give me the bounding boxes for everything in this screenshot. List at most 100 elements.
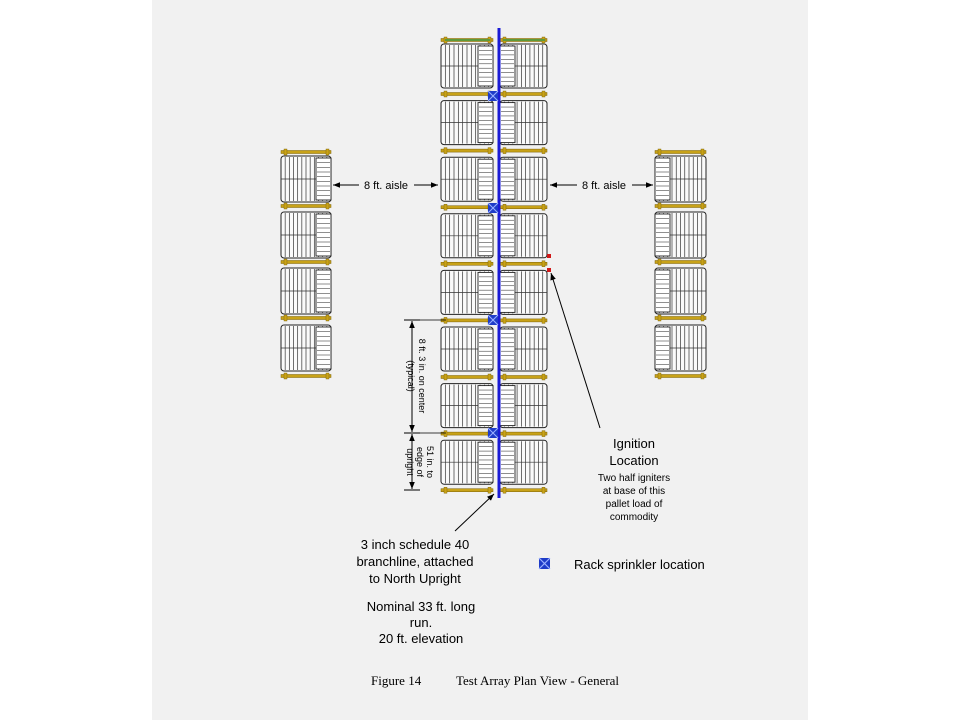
center-pallet-left bbox=[440, 156, 494, 202]
center-pallet-right bbox=[499, 43, 548, 89]
center-rack-right-upright bbox=[541, 203, 546, 211]
right-pallet bbox=[654, 324, 707, 372]
aisle-label-left: 8 ft. aisle bbox=[364, 180, 408, 192]
center-rack-right-beam bbox=[499, 205, 548, 209]
branchline-label-1: 3 inch schedule 40 bbox=[361, 537, 469, 552]
right-pallet bbox=[654, 155, 707, 203]
center-rack-right-beam bbox=[499, 431, 548, 436]
center-rack-left-upright bbox=[443, 487, 448, 494]
ignition-desc-1: Two half igniters bbox=[598, 473, 670, 484]
center-rack-right-beam bbox=[499, 92, 548, 96]
center-rack-left-beam bbox=[440, 92, 494, 96]
document-page: 8 ft. aisle 8 ft. aisle 8 ft. 3 in. on c… bbox=[152, 0, 808, 720]
center-rack-left-upright bbox=[443, 203, 448, 211]
ignition-title-1: Ignition bbox=[613, 436, 655, 451]
ignition-title-2: Location bbox=[609, 453, 658, 468]
aisle-label-bg-right bbox=[577, 177, 632, 193]
spacing-label-1: 8 ft. 3 in. on center bbox=[417, 339, 427, 414]
left-pallet bbox=[280, 211, 332, 259]
center-rack-right-beam bbox=[499, 488, 548, 492]
aisle-label-bg-left bbox=[359, 177, 414, 193]
left-pallet bbox=[280, 324, 332, 372]
left-rack-upright bbox=[283, 372, 288, 380]
right-rack-upright bbox=[657, 372, 662, 380]
center-rack-left-beam bbox=[440, 148, 494, 153]
center-rack-right-upright bbox=[541, 487, 546, 494]
rack-sprinkler-marker bbox=[487, 202, 499, 214]
center-pallet-right bbox=[499, 156, 548, 202]
center-rack-right-beam bbox=[499, 262, 548, 266]
right-rack-upright bbox=[700, 202, 705, 210]
left-rack-beam bbox=[280, 260, 332, 264]
center-rack-left-upright bbox=[443, 260, 448, 267]
left-rack-upright bbox=[283, 202, 288, 210]
sprinkler-markers bbox=[487, 90, 499, 439]
nominal-label-2: run. bbox=[410, 615, 432, 630]
center-rack-left-upright bbox=[487, 147, 492, 154]
left-rack-upright bbox=[325, 148, 330, 156]
center-rack-right-upright bbox=[541, 147, 546, 154]
center-pallet-left bbox=[440, 43, 494, 89]
center-rack-right-upright bbox=[502, 373, 507, 381]
center-pallet-left bbox=[440, 213, 494, 259]
left-rack-upright bbox=[283, 258, 288, 266]
left-rack-beam bbox=[280, 204, 332, 208]
left-rack-upright bbox=[283, 148, 288, 156]
right-rack-upright bbox=[700, 258, 705, 266]
right-rack-upright bbox=[657, 148, 662, 156]
center-rack-left-upright bbox=[443, 430, 448, 437]
center-rack-left-beam bbox=[440, 318, 494, 323]
figure-number: Figure 14 bbox=[371, 673, 422, 688]
center-pallet-left bbox=[440, 100, 494, 146]
right-rack-upright bbox=[657, 202, 662, 210]
ignition-desc-2: at base of this bbox=[603, 486, 665, 497]
left-rack-upright bbox=[325, 372, 330, 380]
ignition-desc-4: commodity bbox=[610, 512, 658, 523]
right-rack-beam bbox=[654, 316, 707, 320]
right-rack-beam bbox=[654, 204, 707, 208]
right-rack-upright bbox=[700, 372, 705, 380]
center-pallet-right bbox=[499, 383, 548, 429]
igniter-marker-2 bbox=[547, 268, 551, 272]
nominal-label-3: 20 ft. elevation bbox=[379, 631, 464, 646]
igniter-marker-1 bbox=[547, 254, 551, 258]
left-rack-upright bbox=[325, 314, 330, 322]
center-rack-left-beam bbox=[440, 375, 494, 379]
center-rack-right-upright bbox=[502, 203, 507, 211]
edge-label-2: edge of bbox=[415, 447, 425, 478]
branchline-leader bbox=[454, 493, 495, 532]
right-rack-upright bbox=[700, 314, 705, 322]
ignition-desc-3: pallet load of bbox=[606, 499, 663, 510]
branchline-label-3: to North Upright bbox=[369, 571, 461, 586]
spacing-label-2: (typical) bbox=[406, 360, 416, 392]
left-pallet bbox=[280, 155, 332, 203]
figure-title: Test Array Plan View - General bbox=[456, 673, 619, 688]
right-rack-beam bbox=[654, 260, 707, 264]
center-pallet-left bbox=[440, 269, 494, 315]
left-rack-beam bbox=[280, 374, 332, 378]
left-margin bbox=[0, 0, 152, 720]
center-rack-right-upright bbox=[502, 487, 507, 494]
nominal-label-1: Nominal 33 ft. long bbox=[367, 599, 475, 614]
ignition-leader bbox=[550, 272, 601, 429]
left-rack-upright bbox=[325, 258, 330, 266]
center-rack-left-upright bbox=[487, 487, 492, 494]
center-rack-right-upright bbox=[541, 90, 546, 98]
center-rack-left-upright bbox=[443, 373, 448, 381]
center-rack-right-upright bbox=[541, 260, 546, 267]
left-pallet bbox=[280, 267, 332, 315]
flue-mark bbox=[445, 39, 490, 41]
center-rack-right-upright bbox=[541, 317, 546, 324]
center-pallet-right bbox=[499, 100, 548, 146]
left-rack-upright bbox=[325, 202, 330, 210]
center-pallet-left bbox=[440, 383, 494, 429]
center-rack-right-upright bbox=[502, 317, 507, 324]
center-rack-right-beam bbox=[499, 375, 548, 379]
right-pallet bbox=[654, 267, 707, 315]
rack-sprinkler-marker bbox=[487, 90, 499, 102]
center-rack-left-upright bbox=[443, 90, 448, 98]
center-rack-right-beam bbox=[499, 318, 548, 323]
center-rack-left-upright bbox=[487, 373, 492, 381]
right-margin bbox=[808, 0, 960, 720]
center-rack-left-beam bbox=[440, 488, 494, 492]
